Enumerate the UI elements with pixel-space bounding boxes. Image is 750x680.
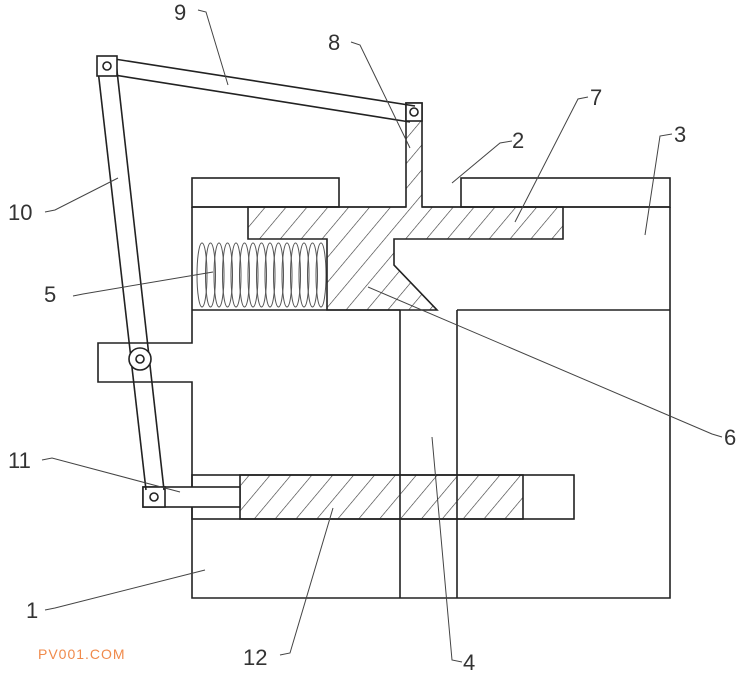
label-3: 3 [674, 122, 686, 147]
channel-4 [399, 310, 458, 598]
link-9 [107, 57, 416, 123]
spring-coil [281, 242, 293, 308]
leader-lines [41, 9, 723, 663]
spring-coil [256, 242, 267, 308]
label-2: 2 [512, 128, 524, 153]
top-plate-right [460, 177, 671, 208]
spring-coil [247, 242, 259, 308]
spring-coil [298, 242, 310, 308]
pivot-pin-top [102, 61, 112, 71]
bar-12 [142, 474, 575, 520]
spring-coil [239, 242, 250, 308]
label-8: 8 [328, 30, 340, 55]
spring-5 [196, 242, 327, 308]
label-4: 4 [463, 650, 475, 675]
spring-coil [273, 242, 284, 308]
label-1: 1 [26, 598, 38, 623]
label-6: 6 [724, 425, 736, 450]
spring-coil [307, 242, 318, 308]
pivot-pin-11 [149, 492, 159, 502]
spring-coil [290, 242, 301, 308]
link-10 [97, 61, 165, 491]
pin-block-11 [142, 486, 166, 508]
spring-coil [315, 242, 327, 308]
label-11: 11 [8, 448, 31, 473]
label-9: 9 [174, 0, 186, 25]
spring-coil [230, 242, 242, 308]
spring-coil [264, 242, 276, 308]
label-10: 10 [8, 200, 32, 225]
pin-block-8 [405, 102, 423, 122]
pivot-circle [128, 347, 152, 371]
label-7: 7 [590, 85, 602, 110]
spring-coil [213, 242, 225, 308]
label-5: 5 [44, 282, 56, 307]
top-plate-left [191, 177, 340, 208]
spring-coil [222, 242, 233, 308]
spring-coil [205, 242, 216, 308]
label-12: 12 [243, 645, 267, 670]
pivot-pin-8 [409, 107, 419, 117]
pin-block-top [96, 55, 118, 77]
watermark: PV001.COM [38, 646, 126, 662]
